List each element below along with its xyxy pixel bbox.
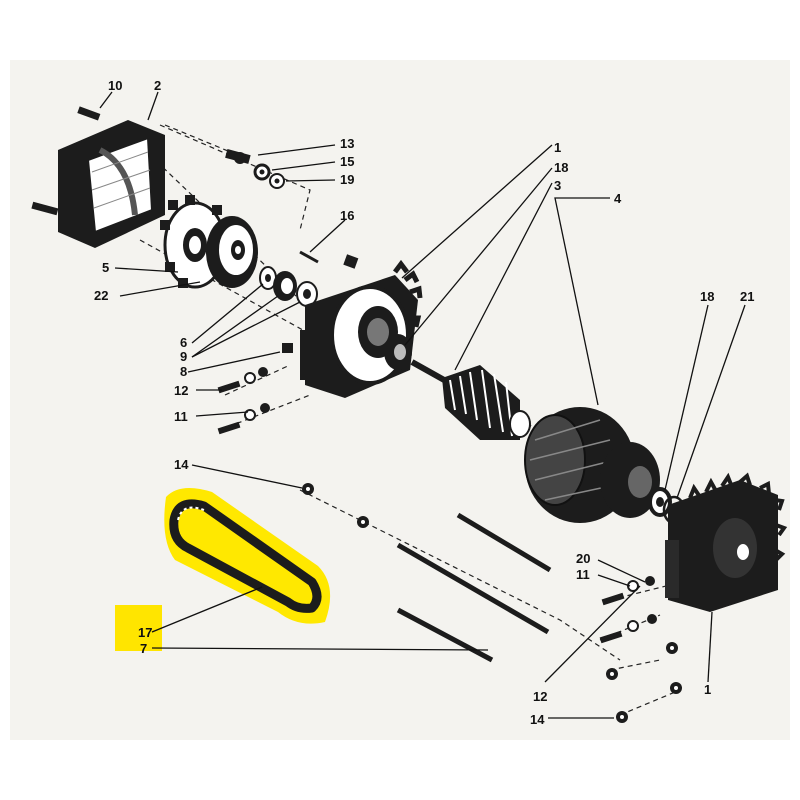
callout-18-top: 18 bbox=[554, 160, 568, 175]
callout-1-top: 1 bbox=[554, 140, 561, 155]
callout-labels: 10 2 13 15 19 16 1 18 3 4 5 22 6 9 8 12 … bbox=[94, 78, 754, 727]
callout-11-right: 11 bbox=[576, 567, 590, 582]
callout-1-bottom: 1 bbox=[704, 682, 711, 697]
part-nuts bbox=[302, 483, 682, 723]
callout-14-top: 14 bbox=[174, 457, 189, 472]
callout-21: 21 bbox=[740, 289, 754, 304]
callout-17: 17 bbox=[138, 625, 152, 640]
callout-2: 2 bbox=[154, 78, 161, 93]
part-drive-gear bbox=[273, 271, 318, 307]
callout-6: 6 bbox=[180, 335, 187, 350]
callout-10: 10 bbox=[108, 78, 122, 93]
callout-4: 4 bbox=[614, 191, 622, 206]
callout-14-bottom: 14 bbox=[530, 712, 545, 727]
callout-16: 16 bbox=[340, 208, 354, 223]
part-pin bbox=[299, 250, 359, 269]
part-drive-belt-highlighted bbox=[164, 488, 331, 624]
callout-17-highlight bbox=[115, 605, 162, 651]
part-screws-right bbox=[599, 576, 657, 644]
callout-12-bottom: 12 bbox=[533, 689, 547, 704]
part-field-stator bbox=[524, 407, 660, 523]
leader-lines bbox=[99, 91, 746, 719]
part-screw-13 bbox=[225, 149, 251, 164]
part-key bbox=[282, 343, 293, 353]
part-armature bbox=[410, 359, 532, 440]
part-end-frame-front bbox=[300, 259, 423, 398]
part-screws-left bbox=[217, 367, 270, 435]
part-end-frame-rear bbox=[665, 472, 788, 612]
part-pulley bbox=[206, 216, 258, 288]
callout-5: 5 bbox=[102, 260, 109, 275]
callout-22: 22 bbox=[94, 288, 108, 303]
callout-20: 20 bbox=[576, 551, 590, 566]
callout-13: 13 bbox=[340, 136, 354, 151]
part-through-bolts bbox=[396, 512, 552, 663]
part-lockwasher-15 bbox=[253, 163, 271, 181]
callout-9: 9 bbox=[180, 349, 187, 364]
part-housing-cover bbox=[31, 106, 165, 248]
callout-7: 7 bbox=[140, 641, 147, 656]
callout-19: 19 bbox=[340, 172, 354, 187]
part-washer-19 bbox=[269, 173, 285, 189]
callout-11-left: 11 bbox=[174, 409, 188, 424]
callout-15: 15 bbox=[340, 154, 354, 169]
part-bearing-front bbox=[384, 334, 412, 370]
callout-3: 3 bbox=[554, 178, 561, 193]
callout-18-right: 18 bbox=[700, 289, 714, 304]
callout-8: 8 bbox=[180, 364, 187, 379]
callout-12-left: 12 bbox=[174, 383, 188, 398]
